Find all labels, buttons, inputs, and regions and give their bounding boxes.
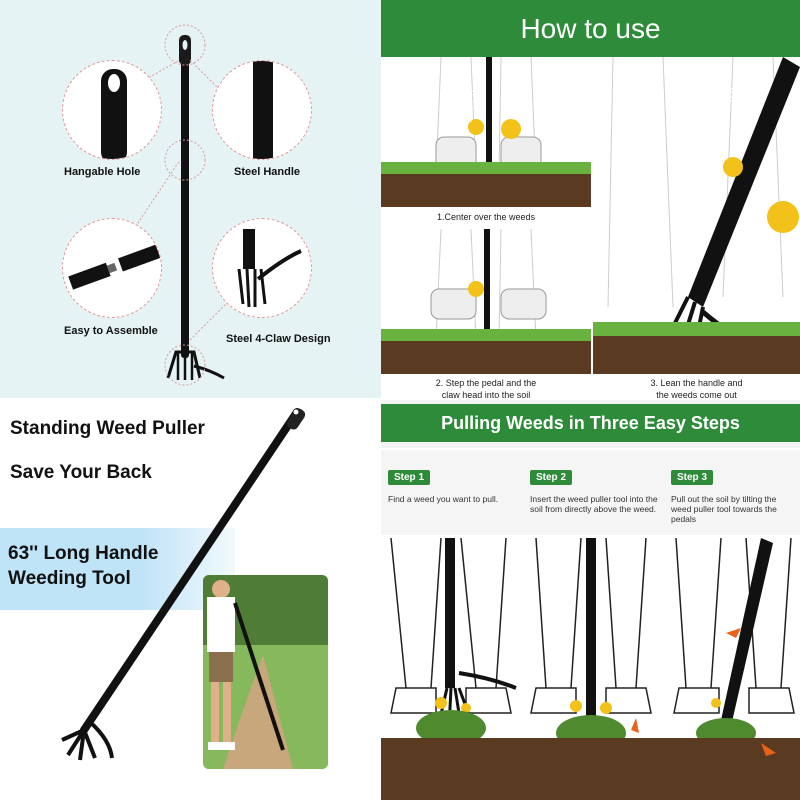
step3-caption-line2: the weeds come out [656, 390, 737, 400]
step3-caption-line1: 3. Lean the handle and [650, 378, 743, 388]
hangable-hole-label: Hangable Hole [64, 166, 141, 178]
handle-length-line1: 63'' Long Handle [8, 543, 159, 564]
step1-caption: 1.Center over the weeds [436, 212, 536, 222]
how-to-use-panel: How to use Yajuhoy 1.Center over the wee… [381, 0, 800, 400]
steps-illustration [381, 538, 800, 800]
product-panel: Standing Weed Puller Save Your Back 63''… [0, 400, 381, 800]
weed-puller-product-image [61, 408, 306, 761]
steel-handle-label: Steel Handle [234, 166, 301, 178]
claw-design-circle [212, 218, 312, 318]
easy-assemble-label: Easy to Assemble [64, 325, 158, 337]
step2-description: Insert the weed puller tool into the soi… [530, 494, 658, 514]
step3-badge: Step 3 [671, 470, 714, 485]
step2-caption-line1: 2. Step the pedal and the [435, 378, 537, 388]
step1-badge: Step 1 [388, 470, 431, 485]
step3-description: Pull out the soil by tilting the weed pu… [671, 494, 777, 524]
three-steps-panel: Pulling Weeds in Three Easy Steps Step 1… [381, 400, 800, 800]
usage-photo [203, 575, 328, 769]
step1-description: Find a weed you want to pull. [388, 494, 499, 504]
brand-text-1: Yajuhoy [465, 90, 475, 122]
step2-illustration [381, 229, 591, 374]
step2-badge: Step 2 [530, 470, 573, 485]
step-cards-area [381, 450, 800, 535]
steps-banner: Pulling Weeds in Three Easy Steps [381, 404, 800, 442]
step1-illustration [381, 57, 591, 207]
step2-caption-line2: claw head into the soil [441, 390, 531, 400]
product-subtitle: Save Your Back [10, 462, 152, 483]
how-to-use-title: How to use [381, 0, 800, 57]
steel-handle-circle [212, 60, 312, 160]
step3-illustration [593, 57, 800, 374]
product-title: Standing Weed Puller [10, 418, 205, 439]
features-panel: Hangable Hole Steel Handle Easy to Assem… [0, 0, 381, 398]
claw-design-label: Steel 4-Claw Design [226, 333, 331, 345]
hangable-hole-circle [62, 60, 162, 160]
easy-assemble-circle [62, 218, 162, 318]
handle-length-line2: Weeding Tool [8, 568, 131, 589]
